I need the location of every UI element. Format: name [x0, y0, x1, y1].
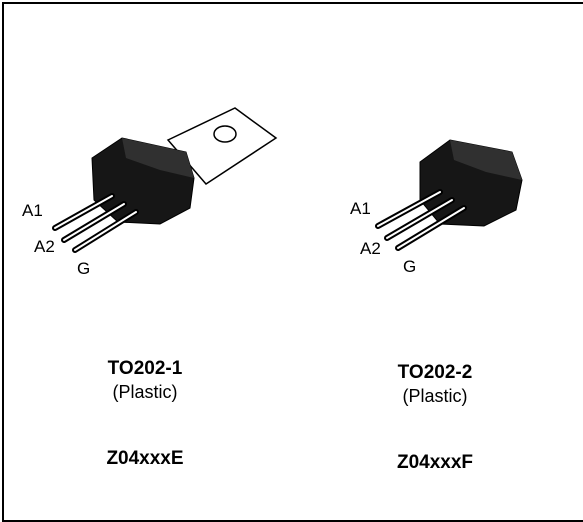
- pin-label-a2: A2: [360, 239, 381, 258]
- mounting-hole: [213, 125, 237, 143]
- package-to202-1: A1 A2 G TO202-1 (Plastic) Z04xxxE: [0, 0, 290, 506]
- part-code: Z04xxxE: [106, 448, 184, 469]
- package-name: TO202-1: [107, 358, 183, 379]
- package-material: (Plastic): [402, 386, 468, 406]
- pin-label-a2: A2: [34, 237, 55, 256]
- package-top: [122, 138, 194, 178]
- pin-label-a1: A1: [350, 199, 371, 218]
- pin-label-g: G: [77, 259, 91, 278]
- pin-label-g: G: [403, 257, 417, 276]
- to202-2-drawing: [375, 139, 523, 251]
- package-top: [450, 140, 522, 180]
- mounting-tab: [166, 107, 278, 185]
- part-code: Z04xxxF: [396, 452, 474, 473]
- package-to202-2: A1 A2 G TO202-2 (Plastic) Z04xxxF: [290, 0, 580, 506]
- pin-label-a1: A1: [22, 201, 43, 220]
- package-material: (Plastic): [112, 382, 178, 402]
- to202-1-drawing: [52, 107, 278, 253]
- package-name: TO202-2: [397, 362, 473, 383]
